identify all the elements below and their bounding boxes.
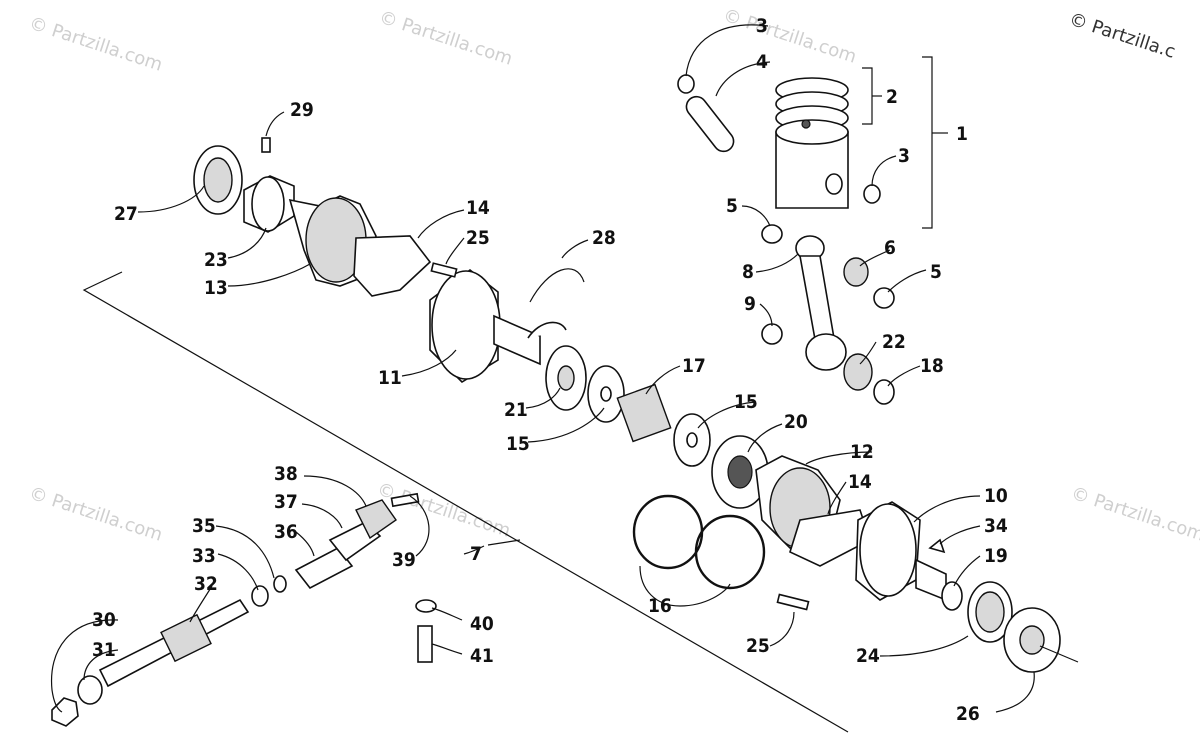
callout-2: 2 xyxy=(886,86,898,108)
callout-35: 35 xyxy=(192,515,216,537)
callout-labels: 1 2 3 3 4 5 5 6 7 8 9 10 11 12 13 14 14 … xyxy=(92,15,1008,725)
assembly-outline xyxy=(82,56,948,733)
callout-23: 23 xyxy=(204,249,228,271)
callout-40: 40 xyxy=(470,613,494,635)
callout-4: 4 xyxy=(756,51,768,73)
callout-31: 31 xyxy=(92,639,116,661)
callout-13: 13 xyxy=(204,277,228,299)
callout-9: 9 xyxy=(744,293,756,315)
callout-14: 14 xyxy=(466,197,490,219)
corner-watermark: © Partzilla.c xyxy=(1066,9,1177,63)
crankshaft-right-half xyxy=(755,455,1079,673)
crank-flywheel xyxy=(429,268,585,384)
callout-5: 5 xyxy=(726,195,738,217)
callout-16: 16 xyxy=(648,595,672,617)
callout-24: 24 xyxy=(856,645,880,667)
callout-27: 27 xyxy=(114,203,138,225)
leader-lines xyxy=(50,24,1035,713)
watermark: © Partzilla.com xyxy=(720,5,859,68)
callout-12: 12 xyxy=(850,441,874,463)
callout-1: 1 xyxy=(956,123,968,145)
callout-26: 26 xyxy=(956,703,980,725)
callout-17: 17 xyxy=(682,355,706,377)
callout-33: 33 xyxy=(192,545,216,567)
callout-15: 15 xyxy=(506,433,530,455)
callout-36: 36 xyxy=(274,521,298,543)
callout-38: 38 xyxy=(274,463,298,485)
callout-34: 34 xyxy=(984,515,1008,537)
center-washers xyxy=(545,345,769,509)
callout-7: 7 xyxy=(470,543,482,565)
callout-3: 3 xyxy=(898,145,910,167)
piston-assembly xyxy=(677,74,881,209)
snap-rings xyxy=(632,494,766,590)
callout-22: 22 xyxy=(882,331,906,353)
callout-18: 18 xyxy=(920,355,944,377)
callout-39: 39 xyxy=(392,549,416,571)
callout-28: 28 xyxy=(592,227,616,249)
callout-21: 21 xyxy=(504,399,528,421)
callout-8: 8 xyxy=(742,261,754,283)
callout-6: 6 xyxy=(884,237,896,259)
watermark: © Partzilla.com xyxy=(26,483,165,546)
bolt xyxy=(776,593,810,611)
callout-15: 15 xyxy=(734,391,758,413)
callout-25: 25 xyxy=(746,635,770,657)
callout-32: 32 xyxy=(194,573,218,595)
connecting-rod xyxy=(761,224,895,405)
callout-14: 14 xyxy=(848,471,872,493)
callout-11: 11 xyxy=(378,367,402,389)
watermark: © Partzilla.com xyxy=(1068,483,1200,546)
watermark: © Partzilla.com xyxy=(376,7,515,70)
watermark: © Partzilla.com xyxy=(26,13,165,76)
callout-19: 19 xyxy=(984,545,1008,567)
callout-5: 5 xyxy=(930,261,942,283)
bolt xyxy=(430,262,458,278)
callout-37: 37 xyxy=(274,491,298,513)
callout-41: 41 xyxy=(470,645,494,667)
callout-29: 29 xyxy=(290,99,314,121)
callout-10: 10 xyxy=(984,485,1008,507)
crankshaft-left-half xyxy=(193,137,432,297)
watermark-layer: © Partzilla.com © Partzilla.com © Partzi… xyxy=(26,5,1200,546)
callout-30: 30 xyxy=(92,609,116,631)
watermark: © Partzilla.com xyxy=(374,479,513,542)
pump-shaft-assembly xyxy=(51,492,437,727)
callout-25: 25 xyxy=(466,227,490,249)
callout-20: 20 xyxy=(784,411,808,433)
callout-3: 3 xyxy=(756,15,768,37)
